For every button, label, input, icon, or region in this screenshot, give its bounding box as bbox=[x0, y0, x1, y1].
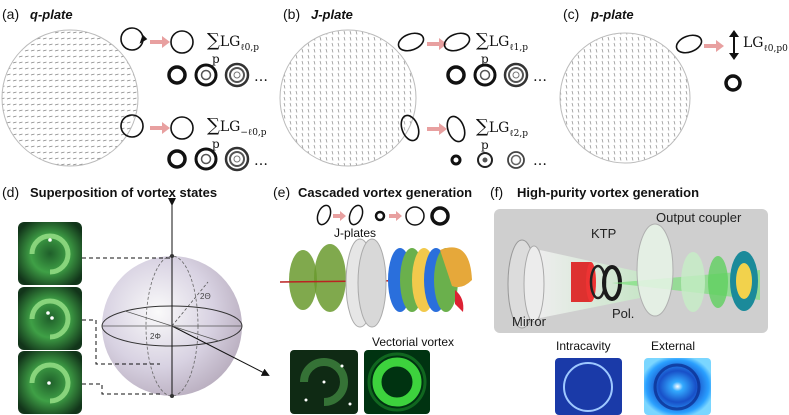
panel-e-letter: (e) bbox=[273, 184, 291, 200]
external-image bbox=[644, 358, 711, 415]
b-top-ellipsis: … bbox=[533, 69, 547, 85]
b-top-mode-icons bbox=[446, 62, 529, 88]
ktp-label: KTP bbox=[591, 226, 617, 241]
a-bottom-sum-index: p bbox=[212, 137, 220, 151]
cascade-icons bbox=[316, 204, 450, 226]
panel-c-letter: (c) bbox=[563, 6, 580, 22]
panel-c-title: p-plate bbox=[591, 7, 634, 22]
vectorial-vortex-images bbox=[290, 350, 430, 414]
p-plate-disk bbox=[559, 32, 691, 164]
j-plates-label: J-plates bbox=[334, 226, 377, 240]
a-top-circular-output-icon bbox=[170, 30, 194, 54]
c-mode-label: LGℓ0,p0 bbox=[743, 35, 788, 54]
phi-label: 2Φ bbox=[150, 332, 161, 341]
panel-d-title: Superposition of vortex states bbox=[30, 185, 218, 200]
a-top-arrow bbox=[150, 36, 170, 48]
b-top-elliptic-output-icon bbox=[443, 32, 471, 52]
mirror-label: Mirror bbox=[512, 314, 546, 329]
output-coupler-label: Output coupler bbox=[656, 210, 742, 225]
a-top-mode-icons bbox=[167, 62, 250, 88]
panel-f-letter: (f) bbox=[490, 184, 504, 200]
a-top-sum: ∑LGℓ0,p bbox=[207, 30, 260, 53]
c-arrow bbox=[704, 40, 724, 52]
panel-b-title: J-plate bbox=[311, 7, 353, 22]
q-plate-disk bbox=[1, 29, 139, 167]
a-bottom-ellipsis: … bbox=[254, 153, 268, 169]
vortex-image-3 bbox=[18, 351, 82, 414]
a-top-ellipsis: … bbox=[254, 69, 268, 85]
panel-a-letter: (a) bbox=[2, 6, 20, 22]
a-bottom-mode-icons bbox=[167, 146, 250, 172]
panel-d-letter: (d) bbox=[2, 184, 20, 200]
pol-label: Pol. bbox=[612, 306, 635, 321]
panel-a-title: q-plate bbox=[30, 7, 73, 22]
b-bottom-mode-icons bbox=[450, 151, 525, 169]
b-bottom-elliptic-output-icon bbox=[446, 115, 466, 143]
b-top-sum: ∑LGℓ1,p bbox=[476, 30, 529, 53]
intracavity-label: Intracavity bbox=[556, 339, 611, 353]
b-bottom-sum: ∑LGℓ2,p bbox=[476, 116, 529, 139]
panel-f-title: High-purity vortex generation bbox=[517, 185, 700, 200]
a-bottom-circular-input-icon bbox=[120, 114, 144, 138]
b-bottom-elliptic-input-icon bbox=[400, 114, 420, 142]
a-top-sum-index: p bbox=[212, 52, 220, 66]
j-plate-disk bbox=[279, 29, 417, 167]
b-top-sum-index: p bbox=[481, 52, 489, 66]
c-elliptic-input-icon bbox=[675, 34, 703, 54]
vortex-image-1 bbox=[18, 222, 82, 285]
b-bottom-sum-index: p bbox=[481, 138, 489, 152]
a-top-circular-input-icon bbox=[120, 27, 148, 51]
panel-e-title: Cascaded vortex generation bbox=[298, 185, 473, 200]
b-bottom-arrow bbox=[427, 123, 447, 135]
sphere-connector-lines bbox=[82, 257, 172, 395]
panel-b-letter: (b) bbox=[283, 6, 301, 22]
a-bottom-sum: ∑LG−ℓ0,p bbox=[207, 115, 267, 138]
b-top-arrow bbox=[427, 38, 447, 50]
cascaded-plates-illustration bbox=[279, 238, 472, 328]
b-bottom-ellipsis: … bbox=[533, 153, 547, 169]
a-bottom-arrow bbox=[150, 122, 170, 134]
c-mode-icon bbox=[724, 74, 742, 92]
vortex-image-2 bbox=[18, 287, 82, 350]
b-top-elliptic-input-icon bbox=[397, 32, 425, 52]
external-label: External bbox=[651, 339, 696, 353]
laser-cavity-illustration bbox=[494, 209, 768, 333]
vectorial-vortex-label: Vectorial vortex bbox=[372, 335, 455, 349]
poincare-sphere bbox=[101, 198, 270, 398]
c-linear-polarization-icon bbox=[729, 30, 739, 60]
a-bottom-circular-output-icon bbox=[170, 116, 194, 140]
theta-label: 2Θ bbox=[200, 292, 211, 301]
intracavity-image bbox=[555, 358, 622, 415]
